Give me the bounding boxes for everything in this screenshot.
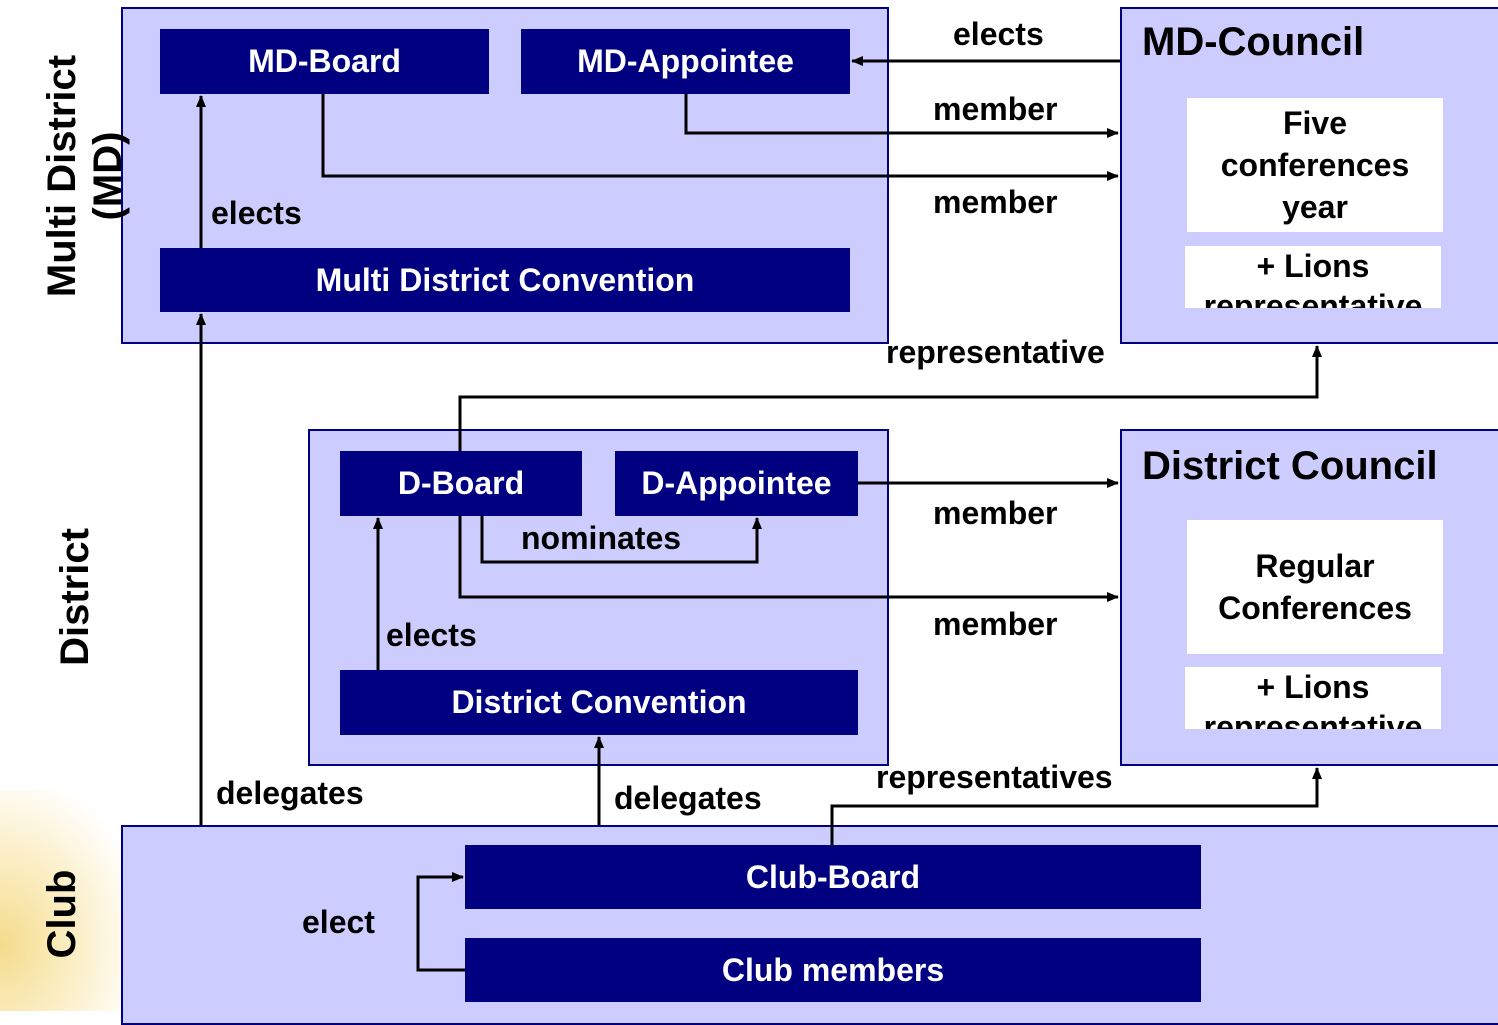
label-md-elects: elects [953, 16, 1044, 52]
label-md-member-1: member [933, 91, 1058, 127]
level-label-club: Club [40, 869, 84, 959]
level-label-district: District [53, 528, 97, 666]
club-members-box: Club members [465, 938, 1201, 1002]
md-council-conferences: Five conferences year [1187, 98, 1443, 232]
label-md-convention-elects: elects [211, 195, 302, 231]
md-council-lions-rep: + Lions representative [1185, 246, 1441, 308]
label-d-convention-elects: elects [386, 617, 477, 653]
district-council-conferences: Regular Conferences [1187, 520, 1443, 654]
label-md-member-2: member [933, 184, 1058, 220]
label-delegates-md: delegates [216, 775, 364, 811]
md-board-box: MD-Board [160, 29, 489, 94]
md-council-title: MD-Council [1142, 20, 1365, 64]
label-d-member-1: member [933, 495, 1058, 531]
label-md-representative: representative [886, 334, 1105, 370]
label-representatives: representatives [876, 759, 1113, 795]
background-glow [0, 790, 130, 1011]
label-club-elect: elect [302, 904, 375, 940]
label-d-member-2: member [933, 606, 1058, 642]
district-council-title: District Council [1142, 444, 1438, 488]
district-convention-box: District Convention [340, 670, 858, 735]
md-convention-box: Multi District Convention [160, 248, 850, 312]
level-label-md: Multi District (MD) [40, 54, 130, 298]
label-d-nominates: nominates [521, 520, 682, 556]
district-council-lions-rep: + Lions representative [1185, 667, 1441, 729]
label-delegates-district: delegates [614, 780, 762, 816]
club-board-box: Club-Board [465, 845, 1201, 909]
md-appointee-box: MD-Appointee [521, 29, 850, 94]
d-board-box: D-Board [340, 451, 582, 516]
d-appointee-box: D-Appointee [615, 451, 858, 516]
